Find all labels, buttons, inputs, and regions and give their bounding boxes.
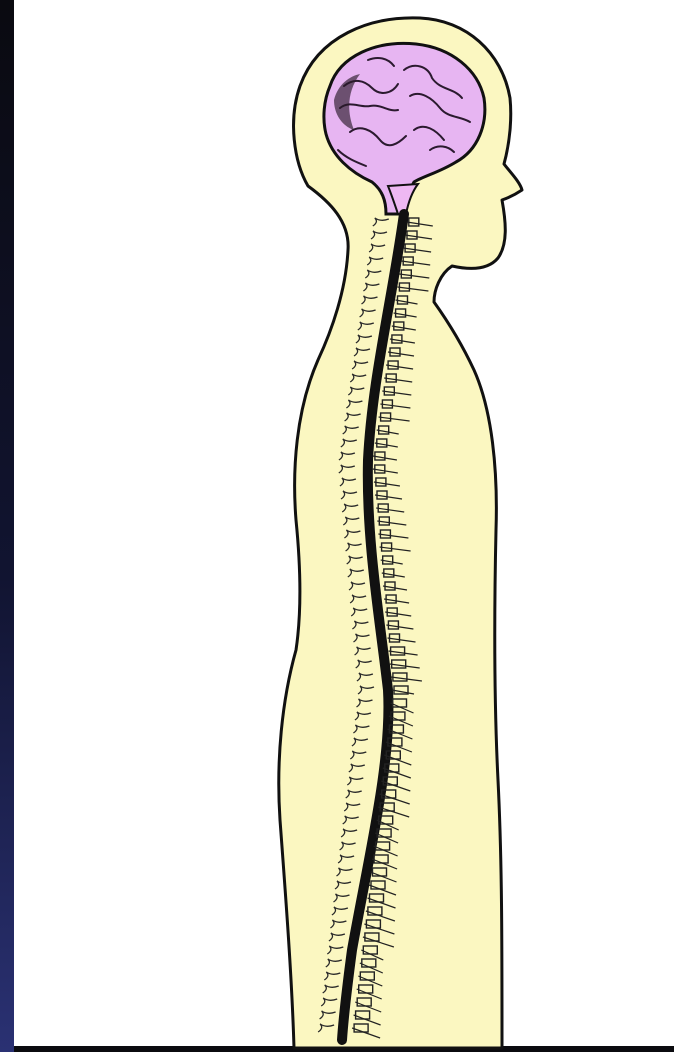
diagram-stage	[0, 0, 674, 1052]
nervous-system-figure	[0, 0, 674, 1052]
